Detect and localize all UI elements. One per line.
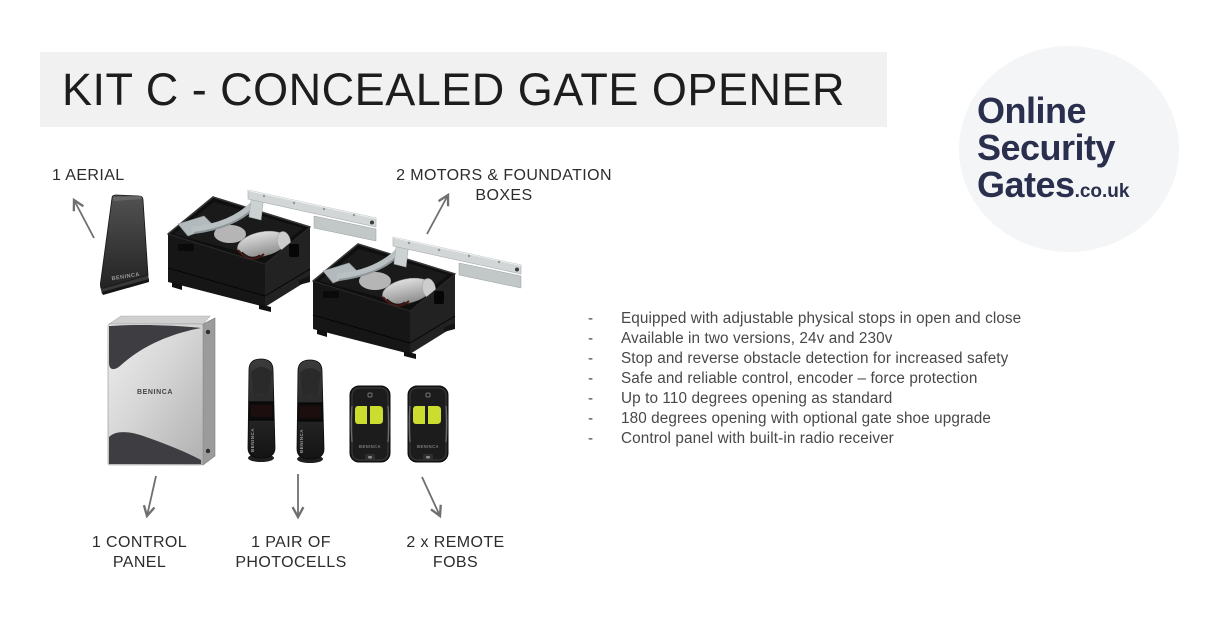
feature-text: Equipped with adjustable physical stops …	[621, 310, 1022, 327]
bullet-dash: -	[588, 410, 594, 427]
control-label-line1: 1 CONTROL	[91, 534, 188, 551]
feature-item: - Equipped with adjustable physical stops…	[588, 309, 1068, 329]
aerial-brand-text: BENINCA	[111, 272, 140, 282]
logo-line-1: Online	[977, 90, 1087, 131]
control-panel-arrow	[147, 475, 157, 516]
feature-text: Safe and reliable control, encoder – for…	[621, 370, 978, 387]
fobs-label-line2: FOBS	[432, 554, 479, 571]
motors-label-line2: BOXES	[475, 187, 533, 204]
control-label-line2: PANEL	[112, 554, 167, 571]
bullet-dash: -	[588, 390, 594, 407]
feature-item: - Available in two versions, 24v and 230v	[588, 329, 1068, 349]
logo-line-3: Gates.co.uk	[977, 164, 1130, 205]
logo-line-2: Security	[977, 127, 1116, 168]
bullet-dash: -	[588, 430, 594, 447]
title-banner: KIT C - CONCEALED GATE OPENER	[40, 52, 887, 127]
photocells-label-line2: PHOTOCELLS	[235, 554, 347, 571]
aerial-label: 1 AERIAL	[52, 167, 125, 184]
photocell-brand-text: BENINCA	[250, 428, 255, 452]
brand-logo: Online Security Gates.co.uk	[959, 46, 1179, 252]
bullet-dash: -	[588, 350, 594, 367]
feature-item: - Control panel with built-in radio recei…	[588, 429, 1068, 449]
control-panel-image: BENINCA	[107, 315, 216, 466]
photocell-image-2: BENINCA	[296, 359, 325, 463]
motors-label-line1: 2 MOTORS & FOUNDATION	[396, 167, 612, 184]
control-panel-brand-text: BENINCA	[137, 389, 173, 396]
fobs-label-line1: 2 x REMOTE	[406, 534, 505, 551]
remote-fob-image-2: BENINCA	[407, 385, 449, 463]
aerial-arrow	[74, 200, 95, 239]
remote-fob-image-1: BENINCA	[349, 385, 391, 463]
feature-text: 180 degrees opening with optional gate s…	[621, 410, 991, 427]
brand-logo-text: Online Security Gates.co.uk	[959, 46, 1179, 210]
feature-list: - Equipped with adjustable physical stops…	[588, 309, 1068, 449]
fob-brand-text: BENINCA	[417, 444, 439, 449]
feature-item: - Up to 110 degrees opening as standard	[588, 389, 1068, 409]
feature-text: Control panel with built-in radio receiv…	[621, 430, 894, 447]
page-title: KIT C - CONCEALED GATE OPENER	[62, 63, 845, 115]
bullet-dash: -	[588, 330, 594, 347]
motors-label: 2 MOTORS & FOUNDATION BOXES	[384, 166, 624, 206]
photocell-brand-text: BENINCA	[299, 429, 304, 453]
feature-text: Stop and reverse obstacle detection for …	[621, 350, 1009, 367]
photocells-label: 1 PAIR OF PHOTOCELLS	[230, 533, 352, 573]
feature-item: - Stop and reverse obstacle detection for…	[588, 349, 1068, 369]
fobs-arrow	[421, 476, 440, 516]
control-panel-label: 1 CONTROL PANEL	[82, 533, 197, 573]
photocells-label-line1: 1 PAIR OF	[251, 534, 331, 551]
feature-text: Up to 110 degrees opening as standard	[621, 390, 893, 407]
fobs-label: 2 x REMOTE FOBS	[398, 533, 513, 573]
bullet-dash: -	[588, 370, 594, 387]
bullet-dash: -	[588, 310, 594, 327]
feature-text: Available in two versions, 24v and 230v	[621, 330, 893, 347]
motor-box-image-2	[309, 233, 524, 361]
aerial-image: BENINCA	[100, 194, 149, 295]
feature-item: - Safe and reliable control, encoder – fo…	[588, 369, 1068, 389]
fob-brand-text: BENINCA	[359, 444, 381, 449]
photocell-image-1: BENINCA	[247, 358, 276, 462]
logo-suffix: .co.uk	[1074, 181, 1130, 202]
feature-item: - 180 degrees opening with optional gate …	[588, 409, 1068, 429]
